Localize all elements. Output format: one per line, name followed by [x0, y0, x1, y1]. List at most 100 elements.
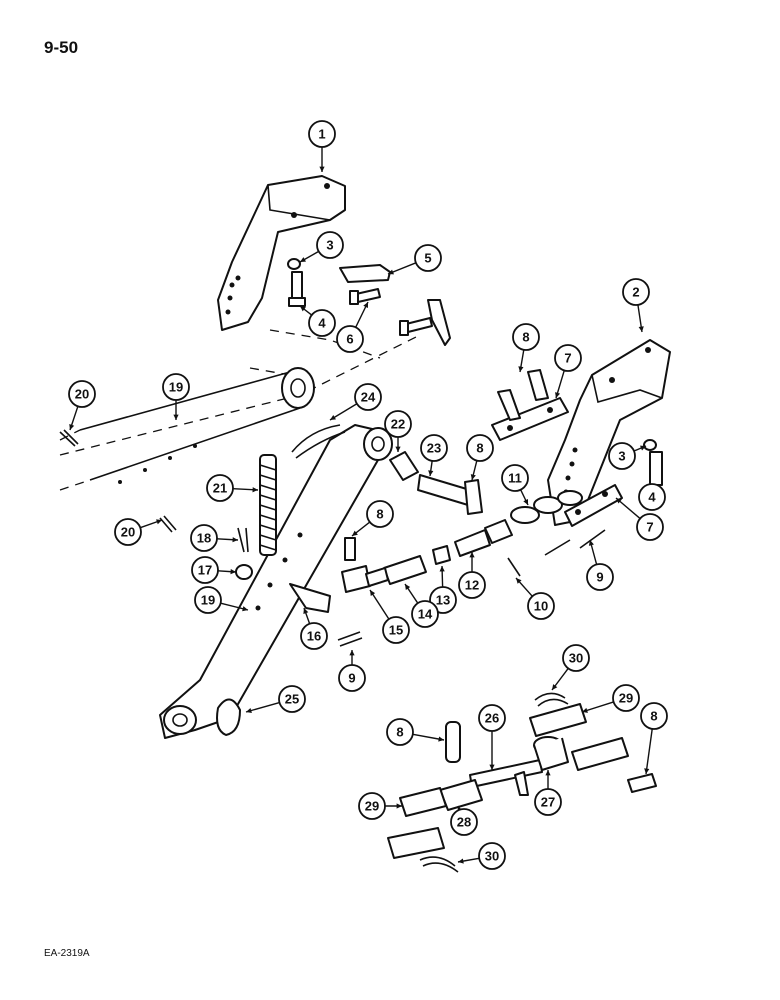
- pin-8-a: [497, 389, 521, 421]
- callout-number: 30: [485, 849, 499, 864]
- callout-c8c: 8: [351, 500, 394, 537]
- callout-number: 29: [365, 799, 379, 814]
- callout-number: 26: [485, 711, 499, 726]
- clip-30-lower: [419, 856, 459, 873]
- callout-number: 6: [346, 332, 353, 347]
- callout-circle: [527, 592, 555, 620]
- bolt-6a: [349, 288, 381, 305]
- callout-c9b: 9: [338, 650, 366, 692]
- callout-c23: 23: [420, 434, 448, 477]
- callout-arrowhead: [232, 537, 238, 543]
- callout-c24: 24: [329, 383, 382, 421]
- pin-8-d: [344, 537, 356, 561]
- callout-leader: [645, 728, 653, 775]
- callout-circle: [194, 586, 222, 614]
- stabilizer-bar-26: [469, 759, 543, 796]
- callout-arrowhead: [319, 166, 325, 172]
- callout-circle: [512, 323, 540, 351]
- callout-c21: 21: [206, 474, 259, 502]
- callout-circle: [358, 792, 386, 820]
- callout-circle: [278, 685, 306, 713]
- callout-arrowhead: [518, 366, 524, 372]
- callout-c5: 5: [387, 244, 442, 275]
- callout-arrowhead: [388, 269, 394, 275]
- sleeve-14: [383, 555, 427, 585]
- callout-number: 29: [619, 691, 633, 706]
- callout-circle: [386, 718, 414, 746]
- callout-circle: [338, 664, 366, 692]
- callout-arrowhead: [438, 736, 444, 742]
- callout-c28: 28: [450, 805, 478, 836]
- callout-c7a: 7: [554, 344, 582, 399]
- callout-arrowhead: [352, 530, 358, 536]
- callout-arrowhead: [69, 424, 75, 430]
- callout-number: 12: [465, 578, 479, 593]
- pin-23: [417, 474, 471, 506]
- callout-arrowhead: [370, 590, 376, 596]
- callout-circle: [354, 383, 382, 411]
- figure-code: EA-2319A: [44, 948, 90, 959]
- washer-3-right: [643, 439, 657, 451]
- callout-number: 19: [201, 593, 215, 608]
- callout-number: 19: [169, 380, 183, 395]
- callout-circle: [612, 684, 640, 712]
- callout-arrowhead: [303, 608, 309, 614]
- link-plate-7-lower: [564, 484, 623, 527]
- callout-circle: [466, 434, 494, 462]
- callout-c20a: 20: [68, 380, 96, 431]
- callout-arrowhead: [395, 446, 401, 452]
- callout-circle: [478, 704, 506, 732]
- callout-c8e: 8: [640, 702, 668, 775]
- callout-number: 22: [391, 417, 405, 432]
- callout-c13: 13: [429, 565, 457, 614]
- spring: [259, 454, 277, 556]
- callout-number: 20: [75, 387, 89, 402]
- callout-c30a: 30: [551, 644, 590, 691]
- callout-arrowhead: [644, 768, 650, 774]
- left-mounting-bracket: [217, 175, 346, 331]
- callout-number: 10: [534, 599, 548, 614]
- callout-c8b: 8: [466, 434, 494, 481]
- callout-arrowhead: [640, 445, 646, 451]
- callout-circle: [608, 442, 636, 470]
- callout-c20b: 20: [114, 518, 163, 546]
- plate-29-c: [529, 703, 587, 737]
- callout-arrowhead: [552, 684, 558, 690]
- clip-30-upper: [534, 692, 569, 707]
- callout-circle: [114, 518, 142, 546]
- callout-number: 3: [326, 238, 333, 253]
- callout-c2: 2: [622, 278, 650, 333]
- callout-number: 14: [418, 607, 433, 622]
- callout-number: 8: [476, 441, 483, 456]
- callout-arrowhead: [349, 650, 355, 656]
- callout-circle: [191, 556, 219, 584]
- callout-arrowhead: [230, 569, 236, 575]
- callout-circle: [636, 513, 664, 541]
- clip-25: [216, 698, 241, 736]
- callout-circle: [501, 464, 529, 492]
- callout-c12: 12: [458, 552, 486, 599]
- cotter-20-upper: [59, 429, 79, 447]
- callout-number: 2: [632, 285, 639, 300]
- callout-number: 9: [348, 671, 355, 686]
- callout-arrowhead: [252, 487, 258, 493]
- callout-number: 17: [198, 563, 212, 578]
- clip-9-lower: [337, 631, 363, 647]
- callout-c18: 18: [190, 524, 239, 552]
- callout-leader: [369, 589, 390, 620]
- callout-c30b: 30: [457, 842, 506, 870]
- turnbuckle-end-15: [341, 565, 389, 593]
- callout-arrowhead: [616, 498, 622, 504]
- callout-circle: [308, 120, 336, 148]
- callout-arrowhead: [489, 764, 495, 770]
- callout-circle: [366, 500, 394, 528]
- callout-c4b: 4: [638, 483, 666, 511]
- nut-13: [432, 545, 451, 565]
- bolt-4-right: [649, 451, 663, 486]
- callout-c17: 17: [191, 556, 237, 584]
- clip-24: [291, 424, 346, 459]
- bracket-plate-5: [339, 264, 451, 346]
- callout-number: 8: [650, 709, 657, 724]
- pin-8-f: [627, 773, 657, 793]
